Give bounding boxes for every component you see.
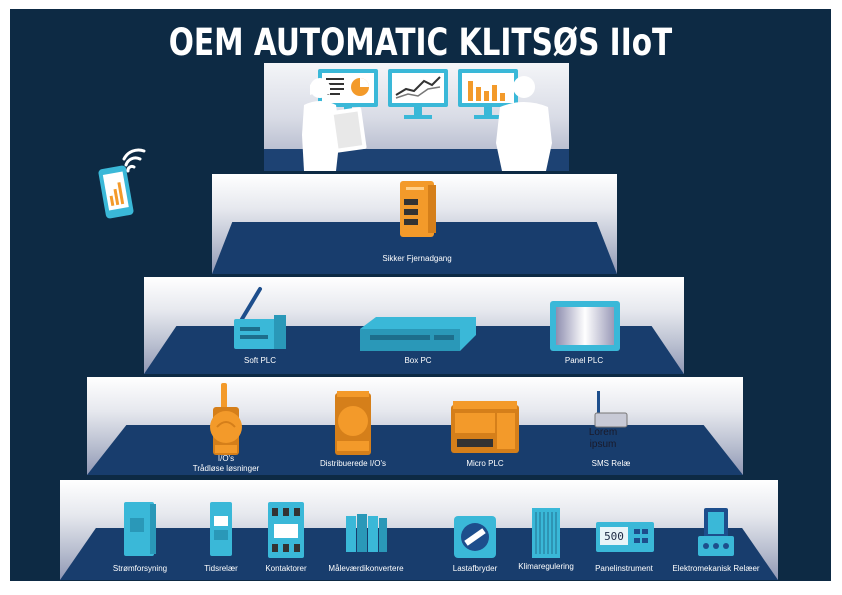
label-distributed-io: Distribuerede I/O's: [320, 459, 386, 468]
timer-relay-icon: [210, 502, 232, 556]
tier-management: [264, 63, 569, 171]
router-icon: [400, 181, 436, 237]
micro-plc-icon: [451, 401, 519, 453]
label-timer-relay: Tidsrelær: [204, 564, 238, 573]
signal-converter-icon: [346, 514, 387, 552]
contactor-icon: [268, 502, 304, 558]
tier-components: Strømforsyning Tidsrelær Kontaktorer Mål…: [60, 480, 778, 580]
monitor-linechart-icon: [388, 69, 448, 119]
label-contactor: Kontaktorer: [265, 564, 307, 573]
box-pc-icon: [360, 317, 476, 351]
label-io: I/O's: [217, 454, 235, 463]
smartphone-wifi-icon: [98, 148, 146, 219]
label-box-pc: Box PC: [404, 356, 432, 365]
woman-with-clipboard-icon: [302, 78, 367, 171]
label-signal-converter: Måleværdikonvertere: [328, 564, 404, 573]
label-micro-plc: Micro PLC: [466, 459, 504, 468]
label-climate-controller: Klimaregulering: [518, 562, 574, 571]
soft-plc-icon: [234, 287, 286, 349]
tier-io: I/O's Trådløse løsninger Distribuerede I…: [87, 377, 743, 475]
distributed-io-icon: [335, 391, 371, 455]
label-sms-relay: SMS Relæ: [591, 459, 631, 468]
monitor-report-icon: [318, 69, 378, 119]
electromechanical-relay-icon: [698, 508, 734, 556]
wireless-io-icon: [210, 383, 242, 455]
label-wireless-solutions: Trådløse løsninger: [192, 464, 260, 473]
panel-meter-icon: [596, 522, 654, 552]
load-switch-icon: [454, 516, 496, 558]
label-power-supply: Strømforsyning: [112, 564, 168, 573]
tier-controllers: Soft PLC Box PC Panel PLC: [144, 277, 684, 374]
label-soft-plc: Soft PLC: [243, 356, 276, 365]
label-load-switch: Lastafbryder: [452, 564, 498, 573]
climate-controller-icon: [532, 508, 560, 558]
businessman-icon: [496, 76, 552, 171]
label-electromechanical-relay: Elektromekanisk Relæer: [672, 564, 760, 573]
label-panel-plc: Panel PLC: [564, 356, 604, 365]
tier-remote-access: Sikker Fjernadgang: [212, 174, 617, 274]
sms-relay-placeholder-text: Lorem ipsum: [588, 427, 618, 450]
diagram-frame: OEM AUTOMATIC KLITSØS IIoT KONCEPT: [10, 9, 831, 581]
sms-relay-icon: [594, 391, 628, 428]
label-remote-access: Sikker Fjernadgang: [382, 254, 452, 263]
monitor-barchart-icon: [458, 69, 518, 119]
panel-meter-display-value: 500: [604, 530, 624, 543]
panel-plc-icon: [550, 301, 620, 351]
power-supply-icon: [124, 502, 156, 556]
label-panel-meter: Panelinstrument: [595, 564, 653, 573]
